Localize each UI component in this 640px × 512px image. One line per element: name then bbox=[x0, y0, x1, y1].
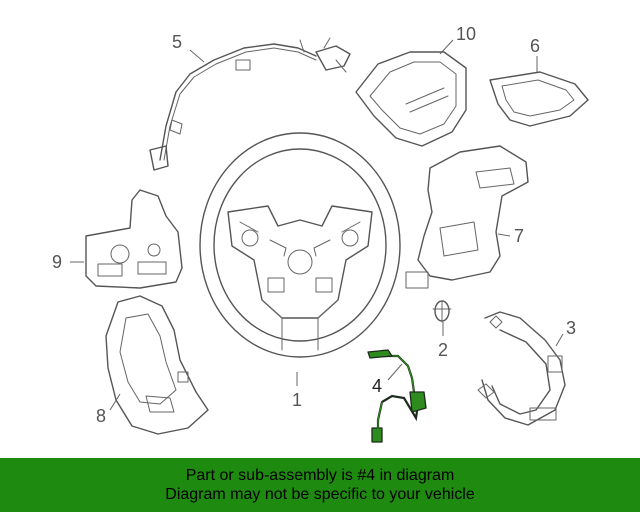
callout-5: 5 bbox=[172, 32, 182, 52]
banner-line-disclaimer: Diagram may not be specific to your vehi… bbox=[165, 486, 475, 503]
leader-lines bbox=[70, 39, 564, 411]
part-10-airbag-cover[interactable] bbox=[355, 51, 467, 147]
part-8-lower-switch-trim[interactable] bbox=[105, 295, 209, 435]
part-3-clock-spring[interactable] bbox=[477, 311, 566, 426]
callout-7: 7 bbox=[514, 226, 524, 246]
callout-2: 2 bbox=[438, 340, 448, 360]
steering-wheel-parts-diagram: 1 2 3 4 5 6 7 8 9 10 bbox=[52, 24, 589, 443]
part-1-steering-wheel[interactable] bbox=[199, 132, 401, 358]
callout-10: 10 bbox=[456, 24, 476, 44]
part-4-wiring-harness[interactable] bbox=[367, 349, 427, 443]
part-9-switch-panel[interactable] bbox=[85, 189, 183, 289]
callout-labels: 1 2 3 4 5 6 7 8 9 10 bbox=[52, 24, 576, 426]
part-5-cable-harness[interactable] bbox=[149, 37, 351, 171]
part-2-clip[interactable] bbox=[432, 300, 452, 323]
disclaimer-banner: Part or sub-assembly is #4 in diagram Di… bbox=[0, 458, 640, 512]
part-6-trim-bezel[interactable] bbox=[489, 71, 589, 127]
banner-line-part: Part or sub-assembly is #4 in diagram bbox=[185, 467, 455, 484]
callout-9: 9 bbox=[52, 252, 62, 272]
callout-4: 4 bbox=[372, 376, 382, 396]
callout-3: 3 bbox=[566, 318, 576, 338]
callout-1: 1 bbox=[292, 390, 302, 410]
part-7-switch-assembly[interactable] bbox=[405, 145, 529, 289]
callout-8: 8 bbox=[96, 406, 106, 426]
callout-6: 6 bbox=[530, 36, 540, 56]
